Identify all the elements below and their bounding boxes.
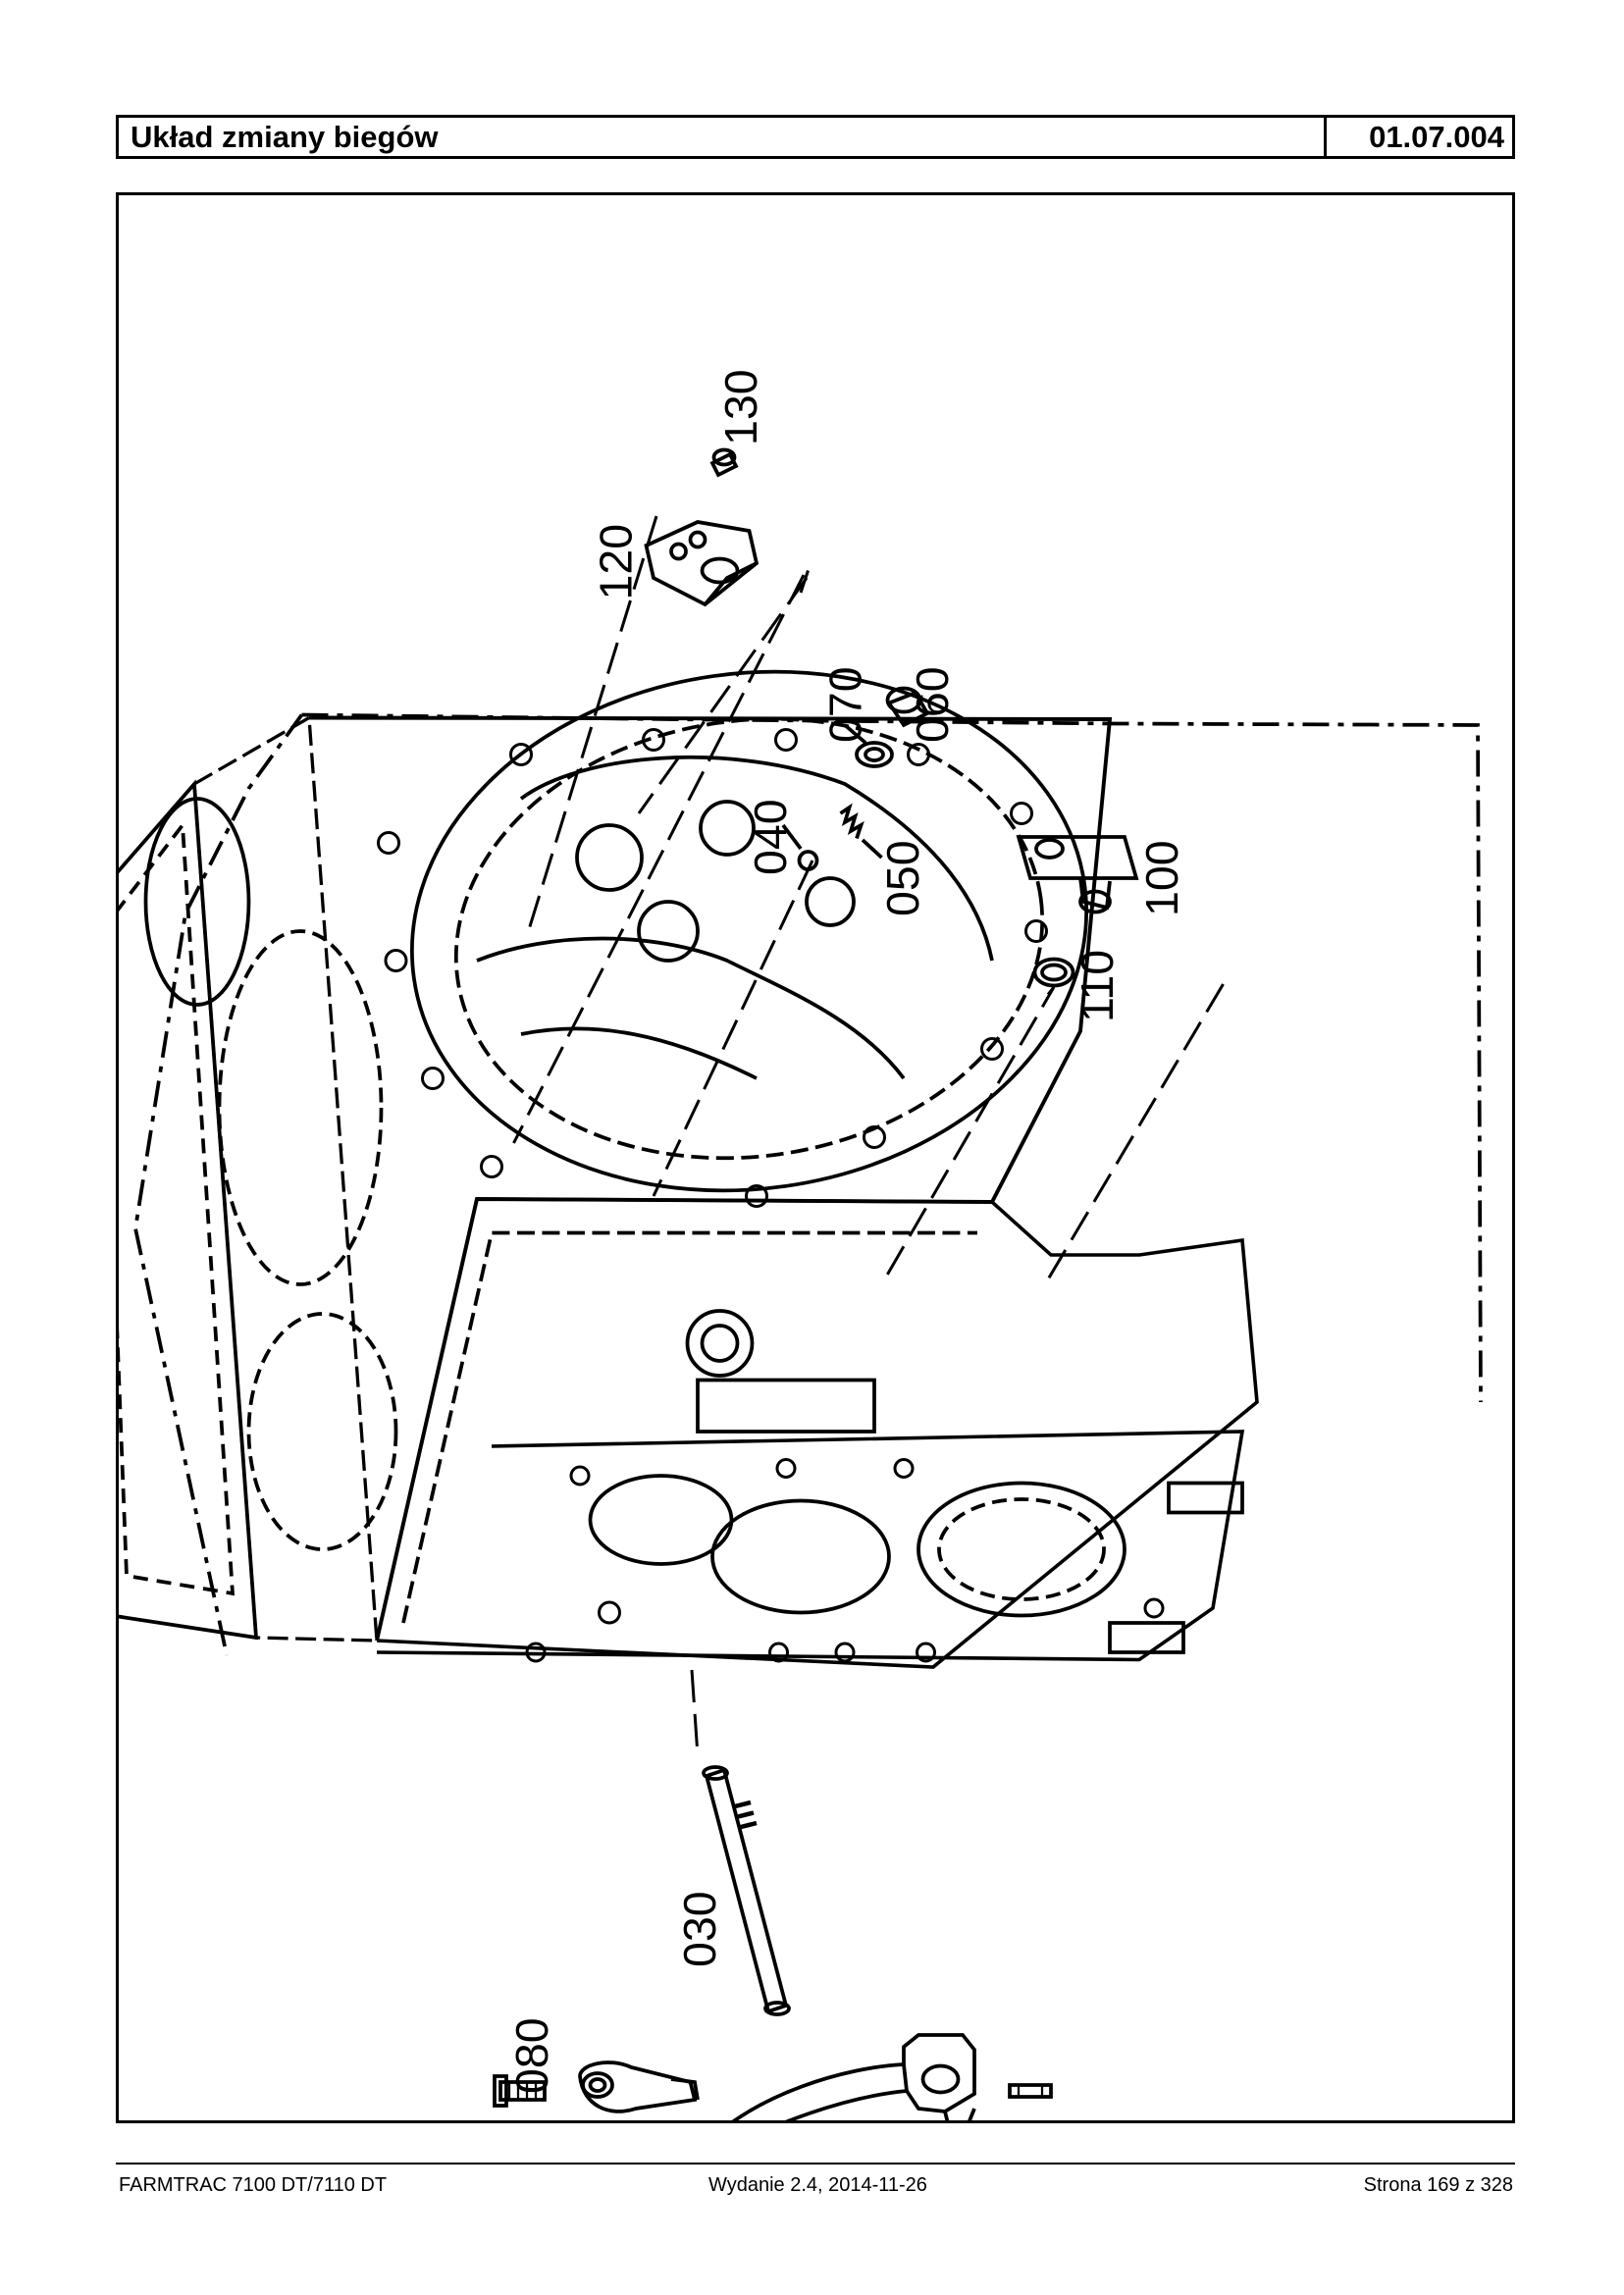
part-100-plate [1016,835,1139,914]
part-070-washer [843,723,894,768]
exploded-diagram-frame: 130 120 070 060 040 050 100 110 030 080 … [116,192,1515,2123]
part-090-bolt [493,2074,547,2108]
callout-labels: 130 120 070 060 040 050 100 110 030 080 … [506,369,1187,2094]
callout-080: 080 [506,2017,557,2094]
callout-050: 050 [877,840,928,916]
part-050-spring [839,803,883,860]
exploded-diagram: 130 120 070 060 040 050 100 110 030 080 … [119,369,1483,2120]
part-130-bolt [709,447,739,478]
page-header: Układ zmiany biegów 01.07.004 [116,115,1515,159]
part-030-shaft [702,1765,791,2016]
assembly-leader-lines [512,515,1225,1756]
part-020-pin [1008,2083,1053,2099]
gearbox-housing [119,669,1483,1669]
part-010-fork [732,2033,976,2120]
part-040-ball [781,823,819,871]
callout-130: 130 [715,369,766,445]
callout-030: 030 [674,1891,725,1967]
section-code: 01.07.004 [1324,118,1512,156]
footer-rule [116,2163,1515,2165]
callout-070: 070 [820,666,871,743]
footer-page-number: Strona 169 z 328 [1363,2174,1513,2196]
callout-060: 060 [907,666,958,743]
footer-model: FARMTRAC 7100 DT/7110 DT [119,2174,388,2196]
part-080-lever [578,2060,700,2113]
callout-100: 100 [1136,840,1187,916]
footer-edition: Wydanie 2.4, 2014-11-26 [708,2174,927,2196]
callout-120: 120 [591,524,642,600]
page-title: Układ zmiany biegów [131,120,439,154]
callout-040: 040 [745,799,796,875]
part-110-ring [1032,957,1075,988]
part-120-bracket [644,520,760,607]
part-060-plug [885,686,930,728]
callout-110: 110 [1072,950,1123,1022]
